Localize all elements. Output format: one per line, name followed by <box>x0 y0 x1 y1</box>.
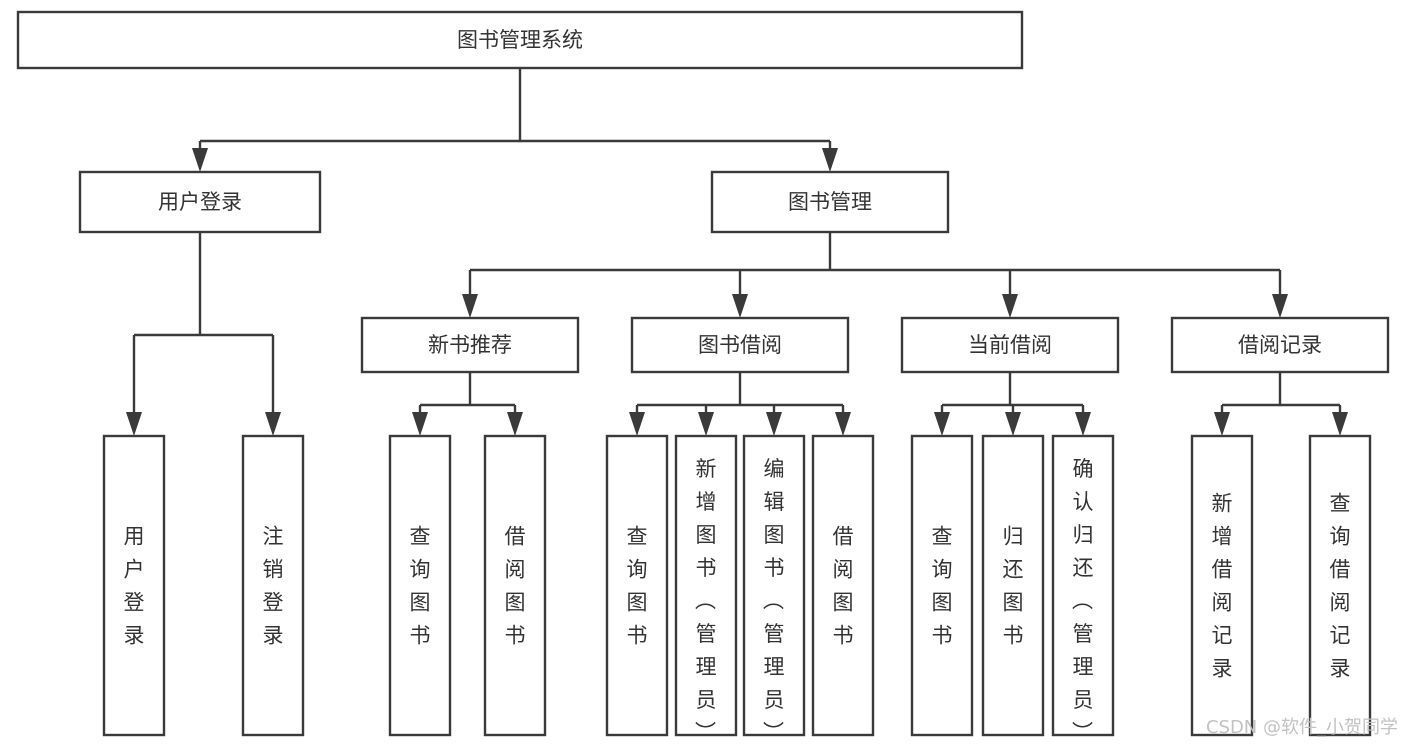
node-label: 借阅图书 <box>833 525 854 648</box>
node-box-leaf-query-book-b <box>605 434 669 737</box>
node-label: 借阅记录 <box>1238 333 1322 357</box>
node-box-leaf-logout <box>241 434 305 737</box>
node-current-borrow[interactable]: 当前借阅 <box>900 316 1120 374</box>
node-leaf-logout[interactable]: 注销登录 <box>241 434 305 737</box>
connector-group-new_books <box>412 372 523 436</box>
node-box-borrow <box>630 316 850 374</box>
node-leaf-edit-book[interactable]: 编辑图书（管理员） <box>742 434 806 745</box>
node-leaf-borrow-book-a[interactable]: 借阅图书 <box>483 434 547 737</box>
node-label: 查询借阅记录 <box>1330 492 1351 681</box>
node-box-leaf-user-login <box>102 434 166 737</box>
node-box-leaf-edit-book <box>742 434 806 737</box>
node-box-login <box>78 170 322 234</box>
node-label: 查询图书 <box>627 525 648 648</box>
node-label: 新增图书（管理员） <box>695 457 717 745</box>
node-leaf-confirm-return[interactable]: 确认归还（管理员） <box>1051 434 1115 745</box>
node-borrow[interactable]: 图书借阅 <box>630 316 850 374</box>
connector-group-borrow_record <box>1214 372 1348 436</box>
node-box-root <box>16 10 1024 70</box>
node-layer: 图书管理系统用户登录图书管理新书推荐图书借阅当前借阅借阅记录用户登录注销登录查询… <box>16 10 1390 745</box>
node-label: 图书管理系统 <box>457 28 583 52</box>
node-borrow-record[interactable]: 借阅记录 <box>1170 316 1390 374</box>
node-leaf-add-book[interactable]: 新增图书（管理员） <box>674 434 738 745</box>
node-label: 新增借阅记录 <box>1212 492 1233 681</box>
node-label: 查询图书 <box>410 525 431 648</box>
node-root[interactable]: 图书管理系统 <box>16 10 1024 70</box>
node-new-books[interactable]: 新书推荐 <box>360 316 580 374</box>
node-box-leaf-query-book-c <box>910 434 974 737</box>
node-label: 图书借阅 <box>698 333 782 357</box>
node-leaf-add-record[interactable]: 新增借阅记录 <box>1190 434 1254 737</box>
node-box-current-borrow <box>900 316 1120 374</box>
node-box-leaf-return-book <box>981 434 1045 737</box>
node-box-leaf-confirm-return <box>1051 434 1115 737</box>
node-login[interactable]: 用户登录 <box>78 170 322 234</box>
connector-group-login <box>126 232 281 436</box>
node-box-leaf-add-book <box>674 434 738 737</box>
node-leaf-borrow-book-b[interactable]: 借阅图书 <box>811 434 875 737</box>
node-label: 注销登录 <box>263 525 284 648</box>
node-label: 用户登录 <box>124 525 145 648</box>
node-box-new-books <box>360 316 580 374</box>
node-label: 新书推荐 <box>428 333 512 357</box>
node-box-leaf-query-record <box>1308 434 1372 737</box>
node-box-borrow-record <box>1170 316 1390 374</box>
node-box-leaf-add-record <box>1190 434 1254 737</box>
node-leaf-user-login[interactable]: 用户登录 <box>102 434 166 737</box>
node-label: 查询图书 <box>932 525 953 648</box>
node-label: 图书管理 <box>788 190 872 214</box>
node-leaf-query-record[interactable]: 查询借阅记录 <box>1308 434 1372 737</box>
node-box-leaf-query-book-a <box>388 434 452 737</box>
node-leaf-query-book-a[interactable]: 查询图书 <box>388 434 452 737</box>
connector-group-borrow <box>629 372 851 436</box>
node-label: 编辑图书（管理员） <box>763 457 785 745</box>
connector-layer <box>126 68 1348 436</box>
node-label: 归还图书 <box>1003 525 1024 648</box>
node-box-leaf-borrow-book-a <box>483 434 547 737</box>
node-label: 当前借阅 <box>968 333 1052 357</box>
node-leaf-return-book[interactable]: 归还图书 <box>981 434 1045 737</box>
node-box-leaf-borrow-book-b <box>811 434 875 737</box>
node-label: 确认归还（管理员） <box>1072 457 1094 745</box>
csdn-watermark: CSDN @软件_小贺同学 <box>1206 717 1398 738</box>
connector-group-root <box>192 68 838 172</box>
connector-group-current_borrow <box>934 372 1091 436</box>
node-book-mgmt[interactable]: 图书管理 <box>710 170 950 234</box>
connector-group-book_mgmt <box>462 232 1288 318</box>
node-leaf-query-book-b[interactable]: 查询图书 <box>605 434 669 737</box>
node-leaf-query-book-c[interactable]: 查询图书 <box>910 434 974 737</box>
node-box-book-mgmt <box>710 170 950 234</box>
node-label: 用户登录 <box>158 190 242 214</box>
node-label: 借阅图书 <box>505 525 526 648</box>
